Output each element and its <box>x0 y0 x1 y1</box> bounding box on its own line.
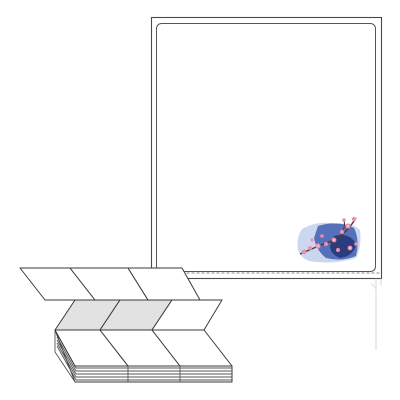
stack-top-sheet <box>54 329 233 367</box>
rising-fold-panel <box>54 299 223 331</box>
blossom-highlights <box>317 225 351 249</box>
top-open-sheet <box>19 267 222 301</box>
watercolor-wash-navy <box>330 235 356 258</box>
cherry-blossom-artwork <box>297 216 361 263</box>
stack-lines <box>54 330 232 383</box>
die-cut-label <box>156 23 376 272</box>
fanfold-stack <box>19 267 233 383</box>
label-sheet <box>150 16 383 350</box>
